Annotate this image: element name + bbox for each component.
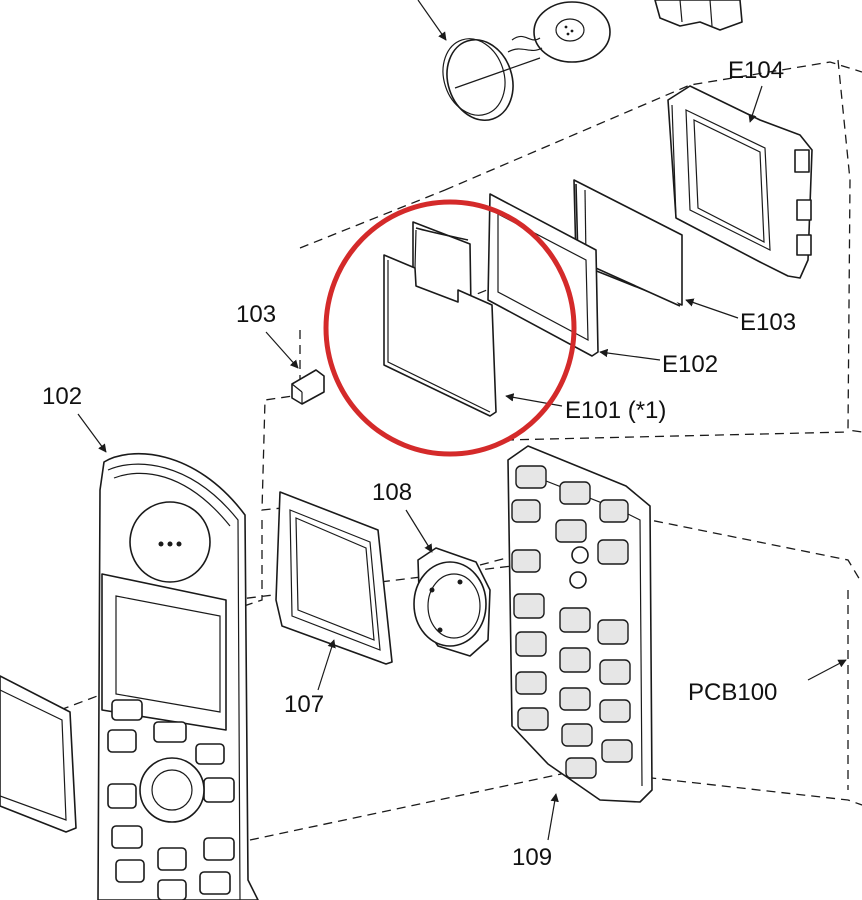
- label-e102: E102: [662, 351, 718, 378]
- part-109-keypad: [507, 445, 653, 803]
- part-e104-lcd-holder: [667, 85, 813, 279]
- highlight-circle: [323, 199, 577, 457]
- label-108: 108: [372, 479, 412, 506]
- part-e103-lcd-panel: [573, 179, 683, 307]
- receiver-disc-front: [442, 38, 514, 122]
- label-102: 102: [42, 383, 82, 410]
- label-pcb100: PCB100: [688, 679, 777, 706]
- label-107: 107: [284, 691, 324, 718]
- keypad-keys: [511, 465, 633, 779]
- label-e103: E103: [740, 309, 796, 336]
- part-e102-frame: [487, 193, 599, 357]
- receiver-disc-rear: [507, 1, 611, 63]
- part-108-speaker: [413, 547, 491, 657]
- label-e101: E101 (*1): [565, 397, 666, 424]
- part-102-handset-case: [97, 452, 259, 900]
- part-107-window-gasket: [275, 491, 393, 665]
- label-e104: E104: [728, 57, 784, 84]
- part-103-clip: [291, 369, 325, 405]
- top-connector: [654, 0, 743, 31]
- label-103: 103: [236, 301, 276, 328]
- part-e101-backlight: [383, 221, 497, 417]
- part-window-lens-left: [0, 675, 77, 833]
- label-109: 109: [512, 844, 552, 871]
